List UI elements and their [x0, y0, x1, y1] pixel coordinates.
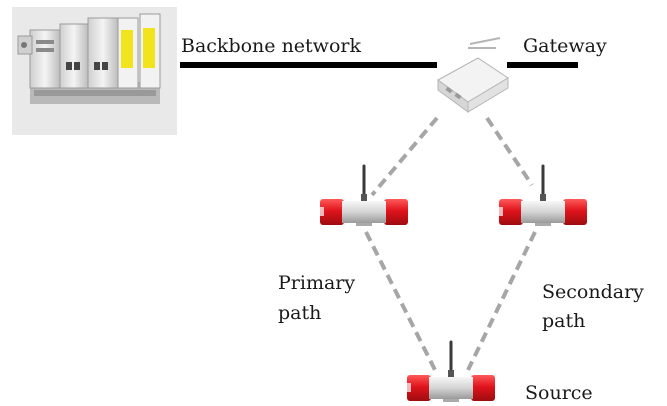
left-node-icon: [318, 164, 410, 228]
link-gateway-to-right-node: [485, 116, 534, 187]
source-label: Source: [525, 382, 593, 404]
secondary-path-label-line1: Secondary: [542, 281, 644, 303]
controller-photo: [12, 7, 177, 135]
link-gateway-to-left-node: [370, 116, 439, 197]
primary-path-label-line1: Primary: [278, 272, 356, 294]
source-node-icon: [405, 340, 497, 404]
right-node-icon: [497, 164, 589, 228]
primary-path-link: [364, 231, 437, 371]
gateway-device: [437, 37, 509, 113]
gateway-label: Gateway: [523, 35, 607, 57]
primary-path-label-line2: path: [278, 302, 322, 324]
backbone-network-label: Backbone network: [181, 35, 361, 57]
secondary-path-label-line2: path: [542, 310, 586, 332]
secondary-path-link: [466, 231, 537, 371]
